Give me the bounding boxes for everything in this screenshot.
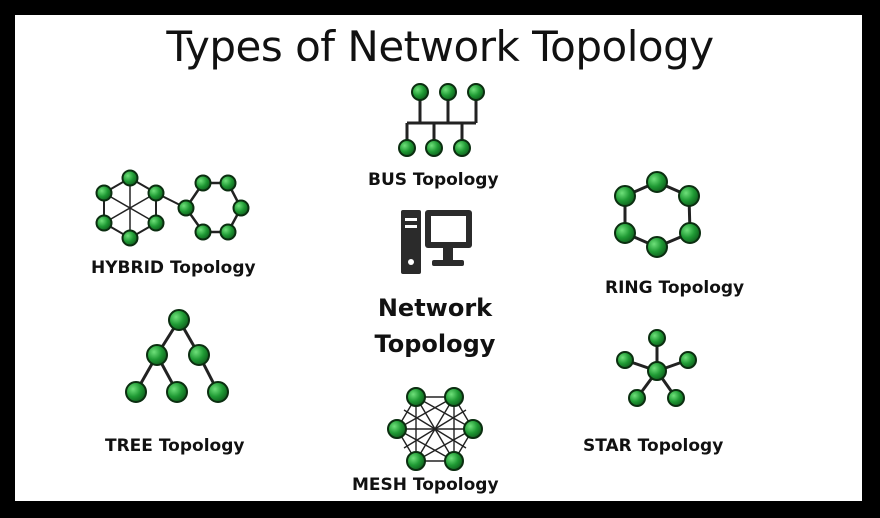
tree-node (166, 381, 188, 403)
mesh-node (387, 419, 407, 439)
hybrid-nodes (95, 169, 250, 247)
ring-node (678, 185, 700, 207)
center-label-line1: Network (377, 294, 493, 322)
tree-node (207, 381, 229, 403)
star-topology-label: STAR Topology (583, 436, 724, 456)
star-node (667, 389, 685, 407)
hybrid-node (95, 214, 113, 232)
hybrid-node (121, 169, 139, 187)
tree-node (125, 381, 147, 403)
mesh-node (463, 419, 483, 439)
ring-node (646, 171, 668, 193)
center-label-line2: Topology (374, 330, 496, 358)
tree-topology-label: TREE Topology (105, 436, 245, 456)
hybrid-topology-label: HYBRID Topology (91, 258, 256, 278)
mesh-node (444, 387, 464, 407)
ring-node (679, 222, 701, 244)
ring-node (614, 222, 636, 244)
tree-node (188, 344, 210, 366)
tree-node (168, 309, 190, 331)
star-node (679, 351, 697, 369)
bus-node (411, 83, 429, 101)
ring-node (646, 236, 668, 258)
tree-nodes (125, 309, 229, 403)
star-node (628, 389, 646, 407)
mesh-node (406, 387, 426, 407)
tree-node (146, 344, 168, 366)
hybrid-node (219, 174, 237, 192)
bus-topology-label: BUS Topology (368, 170, 499, 190)
bus-node (425, 139, 443, 157)
mesh-topology-label: MESH Topology (352, 475, 499, 495)
bus-node (398, 139, 416, 157)
bus-node (453, 139, 471, 157)
ring-node (614, 185, 636, 207)
hybrid-node (121, 229, 139, 247)
hybrid-node (232, 199, 250, 217)
hybrid-node (194, 174, 212, 192)
star-node (648, 329, 666, 347)
mesh-topology-graphic (396, 396, 474, 462)
hybrid-node (177, 199, 195, 217)
ring-topology-label: RING Topology (605, 278, 745, 298)
mesh-node (444, 451, 464, 471)
star-nodes (616, 329, 697, 407)
star-node (616, 351, 634, 369)
hybrid-node (219, 223, 237, 241)
bus-node (439, 83, 457, 101)
hybrid-node (147, 214, 165, 232)
mesh-node (406, 451, 426, 471)
ring-nodes (614, 171, 701, 258)
hybrid-node (95, 184, 113, 202)
bus-node (467, 83, 485, 101)
bus-nodes (398, 83, 485, 157)
mesh-nodes (387, 387, 483, 471)
center-label: Network Topology (350, 290, 520, 362)
star-node-center (647, 361, 667, 381)
computer-icon (401, 210, 472, 274)
hybrid-node (147, 184, 165, 202)
page-title: Types of Network Topology (166, 22, 714, 71)
hybrid-node (194, 223, 212, 241)
